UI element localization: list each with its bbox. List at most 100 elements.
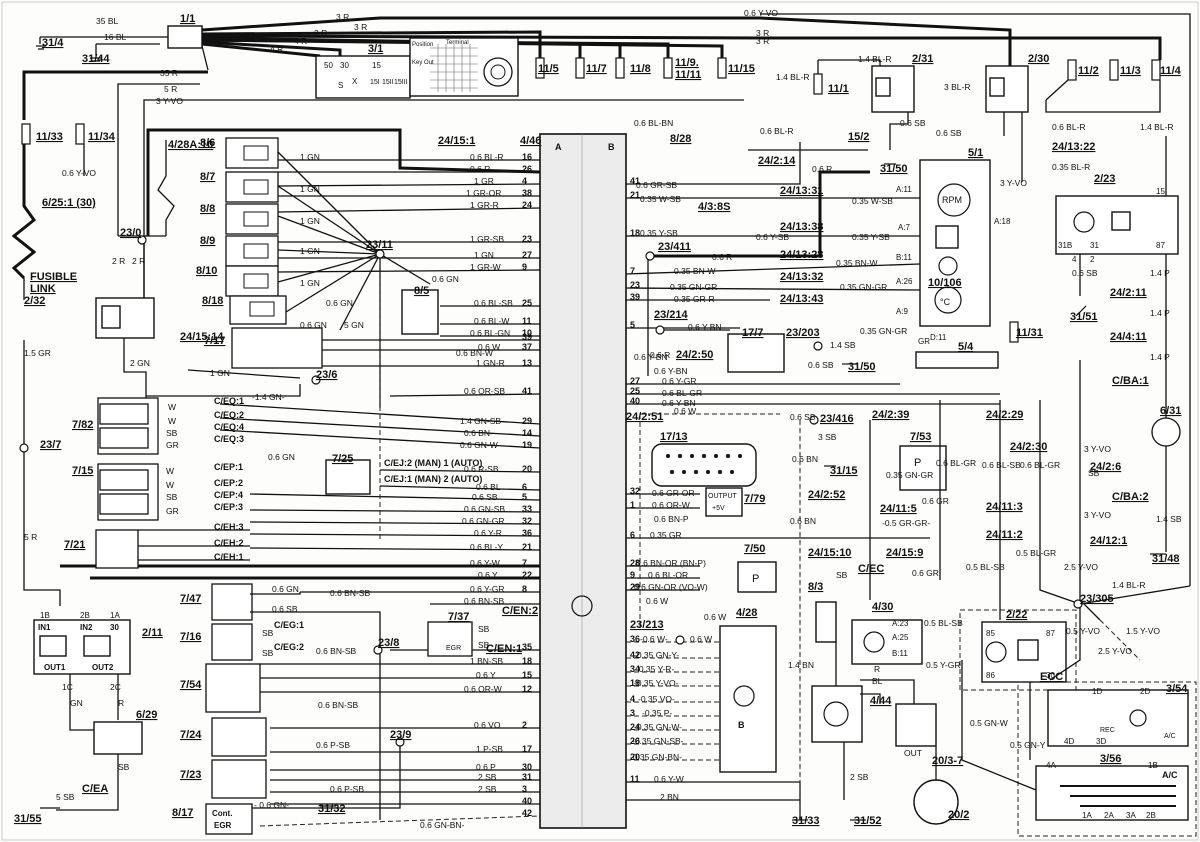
wire-label: 0.35 Y-SB	[640, 228, 678, 238]
ecu-pin-a: 35	[522, 642, 532, 652]
wire-label: 1 GR	[474, 176, 494, 186]
ecu-4-46	[539, 133, 627, 829]
connector-label: C/EP:3	[214, 502, 243, 512]
wire-label: 1 GR-R	[470, 200, 499, 210]
wire-label: 0.6 W	[646, 596, 668, 606]
gauge-a7: A:7	[898, 223, 911, 232]
wire-label: 0.6 Y-R	[474, 528, 502, 538]
wire-label: 0.6 GR-OR	[652, 488, 695, 498]
wire-label: -0.35 Y-R-	[636, 664, 674, 674]
wire-label: 5 GN	[344, 320, 364, 330]
plus5v-label: +5V	[712, 505, 725, 512]
component-label: 23/8	[378, 637, 399, 649]
wire-label: 0.6 W	[674, 406, 696, 416]
sensor-7-53	[899, 445, 947, 491]
component-label: 11/3	[1120, 65, 1141, 77]
ecc-a23: A:23	[892, 619, 909, 628]
wire-label: 1 GN	[300, 184, 320, 194]
ecu-pin-a: 10	[522, 328, 532, 338]
wire-label: 3 R	[336, 12, 349, 22]
connector-label: C/EQ:2	[214, 410, 244, 420]
ecu-pin-a: 23	[522, 234, 532, 244]
ecu-pin-a: 6	[522, 482, 527, 492]
component-label: 2/22	[1006, 609, 1027, 621]
cont-label: Cont.	[212, 809, 232, 818]
component-label: 11/7	[586, 63, 607, 75]
component-label: 11/4	[1160, 65, 1182, 77]
component-label: 31/33	[792, 815, 820, 827]
ecu-side-a: A	[555, 142, 562, 152]
wire-label: 0.6 Y-VO	[744, 8, 778, 18]
wire-label: GR	[166, 440, 179, 450]
wire-label: 0.6 Y-W	[654, 774, 684, 784]
wire-label: 0.6 OR-W	[464, 684, 502, 694]
ecu-pin-a: 36	[522, 528, 532, 538]
component-label: 7/16	[180, 631, 201, 643]
wire-label: 0.35 BL-R	[1052, 162, 1090, 172]
gauge-a26: A:26	[896, 277, 913, 286]
wire-label: 0.5 GN-W	[970, 718, 1008, 728]
component-label: 24/2:51	[626, 411, 663, 423]
kw-position: Position	[412, 42, 433, 48]
component-label: 11/31	[1016, 327, 1043, 339]
wire-label: 0.6 GN	[300, 320, 327, 330]
wire-label: 1.4 SB	[830, 340, 856, 350]
ecu-pin-a: 3	[522, 784, 527, 794]
wire-label: 0.6 BN	[792, 454, 818, 464]
ecu-pin-a: 8	[522, 584, 527, 594]
connector-label: C/EJ:1 (MAN) 2 (AUTO)	[384, 474, 482, 484]
wire-label: -0.35 GN-BN-	[630, 752, 682, 762]
ecu-pin-a: 12	[522, 684, 532, 694]
pin-3a: 3A	[1126, 811, 1136, 820]
wire-label: 2 R	[112, 256, 125, 266]
ecu-pin-b: 32	[630, 486, 640, 496]
wire-label: 1C	[62, 682, 73, 692]
relay-2-11	[33, 619, 131, 675]
component-label: 8/18	[202, 295, 223, 307]
pin-2a: 2A	[1104, 811, 1114, 820]
connector-label: C/EG:1	[274, 620, 304, 630]
ecu-pin-b: 36	[630, 634, 640, 644]
wire-label: 0.6 R	[712, 252, 732, 262]
switch-15ii: 15II	[382, 79, 394, 86]
component-label: 24/2:39	[872, 409, 909, 421]
wire-label: 0.6 BL-GR	[936, 458, 976, 468]
component-label: 17/7	[742, 327, 763, 339]
component-label: 8/8	[200, 203, 215, 215]
wire-label: 0.6 BL-GR	[1020, 460, 1060, 470]
ecu-pin-a: 11	[522, 316, 532, 326]
component-label: 7/21	[64, 539, 85, 551]
component-label: 11/5	[538, 63, 559, 75]
ecu-pin-b: 9	[630, 570, 635, 580]
ac-panel-3-54	[1047, 689, 1189, 747]
ecu-pin-a: 17	[522, 744, 532, 754]
egr-cont-label: EGR	[214, 821, 232, 830]
pin-1b: 1B	[1148, 761, 1158, 770]
wire-label: 1.4 GN-SB	[460, 416, 501, 426]
component-label: 24/13:31	[780, 185, 823, 197]
wire-label: 0.6 Y-VO	[62, 168, 96, 178]
component-label: C/BA:2	[1112, 491, 1149, 503]
wire-label: 0.6 BN	[790, 516, 816, 526]
wire-label: 1 GR-W	[470, 262, 501, 272]
sensor-7-25	[325, 459, 371, 495]
ecu-pin-b: 41	[630, 176, 640, 186]
ecu-pin-a: 2	[522, 720, 527, 730]
wire-label: 4 R	[294, 36, 307, 46]
component-label: 31/48	[1152, 553, 1180, 565]
ecc-a25: A:25	[892, 633, 909, 642]
ecu-pin-a: 19	[522, 440, 532, 450]
wire-label: 0.6 OR-SB	[464, 386, 505, 396]
pin-2b: 2B	[1146, 811, 1156, 820]
ecc-85: 85	[986, 629, 995, 638]
component-label: 20/2	[948, 809, 969, 821]
wire-label: 1 GN	[300, 216, 320, 226]
wire-label: W	[168, 416, 176, 426]
pin-2d: 2D	[1140, 687, 1150, 696]
wire-label: 0.6 BN-SB	[318, 700, 358, 710]
component-label: 11/11	[675, 69, 701, 81]
wire-label: 1.4 BL-R	[858, 54, 892, 64]
ecu-pin-a: 13	[522, 358, 532, 368]
wire-label: 3 Y-VO	[1084, 444, 1111, 454]
